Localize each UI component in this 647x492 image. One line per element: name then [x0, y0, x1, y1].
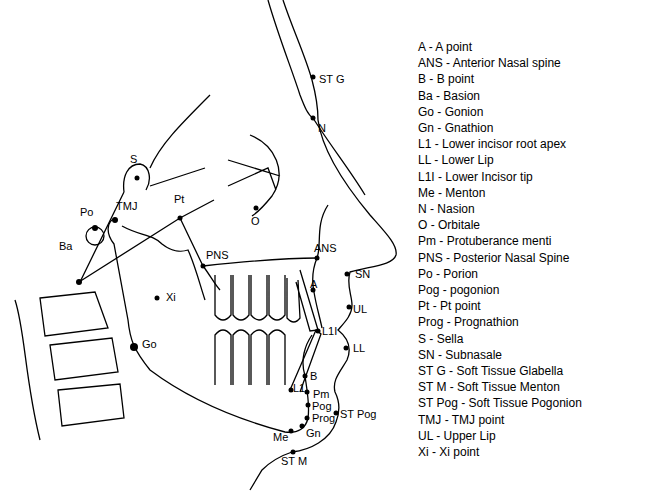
key-entry: Me - Menton: [418, 187, 485, 199]
key-entry: Prog - Prognathion: [418, 316, 519, 328]
upper-teeth: [215, 270, 318, 331]
key-entry: TMJ - TMJ point: [418, 414, 504, 426]
key-entry: Pog - pogonion: [418, 284, 499, 296]
landmark-label: SN: [355, 269, 370, 280]
landmark-label: Xi: [166, 292, 176, 303]
landmark-label: ANS: [314, 243, 337, 254]
landmark-label: S: [130, 154, 137, 165]
reference-line: [79, 200, 214, 282]
landmark-label: LL: [353, 343, 365, 354]
landmark-label: Pt: [174, 194, 184, 205]
key-entry: SN - Subnasale: [418, 349, 502, 361]
key-entry: ST G - Soft Tissue Glabella: [418, 365, 563, 377]
landmark-label: B: [310, 371, 317, 382]
cranial-base: [80, 95, 210, 282]
key-entry: S - Sella: [418, 333, 463, 345]
key-entry: Po - Porion: [418, 268, 478, 280]
landmark-dots: [76, 75, 352, 455]
landmark-label: ST M: [281, 456, 307, 467]
frontal-bone: [268, 0, 365, 195]
landmark-label: ST G: [319, 74, 344, 85]
key-entry: ST Pog - Soft Tissue Pogonion: [418, 397, 582, 409]
key-entry: O - Orbitale: [418, 219, 480, 231]
landmark-label: O: [251, 216, 260, 227]
landmark-label: Go: [142, 339, 157, 350]
landmark-label: Po: [80, 207, 93, 218]
landmark-label: UL: [353, 304, 367, 315]
key-entry: ANS - Anterior Nasal spine: [418, 57, 561, 69]
key-entry: Xi - Xi point: [418, 446, 479, 458]
key-entry: Gn - Gnathion: [418, 122, 493, 134]
landmark-label: L1I: [322, 326, 337, 337]
key-entry: L1I - Lower Incisor tip: [418, 171, 533, 183]
key-entry: Ba - Basion: [418, 90, 480, 102]
landmark-label: Me: [273, 432, 288, 443]
key-entry: Pm - Protuberance menti: [418, 235, 551, 247]
landmark-label: A: [310, 279, 317, 290]
key-entry: LL - Lower Lip: [418, 154, 494, 166]
vertebrae: [15, 292, 124, 440]
landmark-label: Pog: [312, 401, 332, 412]
orbit: [228, 135, 280, 216]
key-entry: ST M - Soft Tissue Menton: [418, 381, 560, 393]
landmark-label: Pm: [313, 389, 330, 400]
landmark-label: Prog: [312, 413, 335, 424]
landmark-label: TMJ: [116, 201, 137, 212]
key-entry: UL - Upper Lip: [418, 430, 496, 442]
landmark-label: Ba: [59, 241, 72, 252]
key-entry: N - Nasion: [418, 203, 475, 215]
palate: [203, 258, 317, 290]
mandible: [108, 218, 312, 432]
key-entry: PNS - Posterior Nasal Spine: [418, 252, 569, 264]
key-entry: B - B point: [418, 73, 474, 85]
maxilla-front: [313, 205, 328, 328]
landmark-label: L1: [293, 383, 305, 394]
key-entry: L1 - Lower incisor root apex: [418, 138, 566, 150]
key-entry: A - A point: [418, 41, 472, 53]
landmark-label: ST Pog: [340, 409, 377, 420]
ramus-notch: [122, 226, 205, 300]
landmark-label: N: [318, 123, 326, 134]
landmark-label: PNS: [206, 250, 229, 261]
soft-tissue-profile: [250, 0, 396, 490]
key-entry: Pt - Pt point: [418, 300, 481, 312]
key-entry: Go - Gonion: [418, 106, 483, 118]
landmark-label: Gn: [306, 428, 321, 439]
